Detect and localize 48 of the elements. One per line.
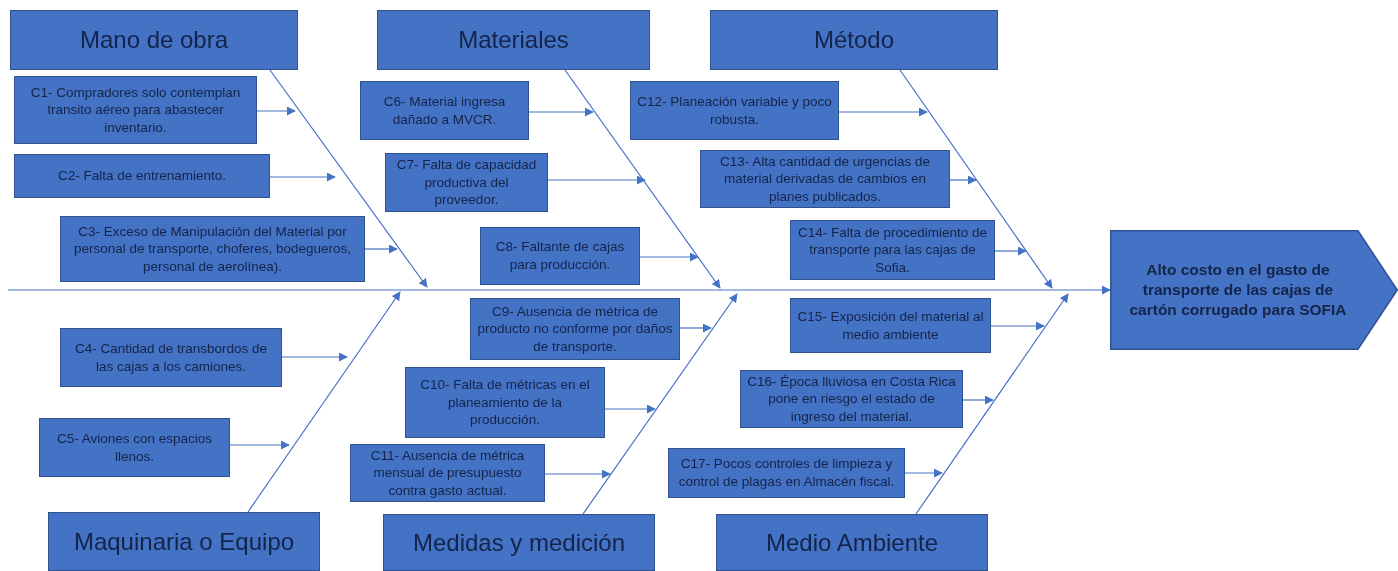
category-box: Maquinaria o Equipo: [48, 512, 320, 571]
arrow: [679, 323, 712, 333]
arrow: [949, 175, 977, 185]
arrow: [547, 175, 646, 185]
cause-box: C17- Pocos controles de limpieza y control de plagas en Almacén fiscal.: [668, 448, 905, 498]
bone-arrow: [564, 69, 721, 289]
arrow: [604, 404, 656, 414]
cause-box: C5- Aviones con espacios llenos.: [39, 418, 230, 477]
arrow: [639, 252, 699, 262]
cause-box: C8- Faltante de cajas para producción.: [480, 227, 640, 285]
arrow: [281, 352, 348, 362]
cause-box: C7- Falta de capacidad productiva del proveedor.: [385, 153, 548, 212]
cause-box: C13- Alta cantidad de urgencias de material derivadas de cambios en planes publicados.: [700, 150, 950, 208]
category-box: Medidas y medición: [383, 514, 655, 571]
arrow: [904, 468, 943, 478]
bone-arrow: [899, 69, 1053, 289]
category-box: Medio Ambiente: [716, 514, 988, 571]
bone-arrow: [269, 69, 428, 288]
arrow: [229, 440, 290, 450]
arrow: [528, 107, 594, 117]
arrow: [256, 106, 296, 116]
category-box: Materiales: [377, 10, 650, 70]
arrow: [990, 321, 1045, 331]
arrow: [544, 469, 611, 479]
category-box: Método: [710, 10, 998, 70]
cause-box: C1- Compradores solo contemplan transito aéreo para abastecer inventario.: [14, 76, 257, 144]
cause-box: C12- Planeación variable y poco robusta.: [630, 81, 839, 140]
cause-box: C9- Ausencia de métrica de producto no conforme por daños de transporte.: [470, 298, 680, 360]
spine-arrow: [7, 285, 1111, 295]
arrow: [962, 395, 994, 405]
cause-box: C3- Exceso de Manipulación del Material por personal de transporte, choferes, bodegueros, personal de aerolínea).: [60, 216, 365, 282]
cause-box: C14- Falta de procedimiento de transporte para las cajas de Sofia.: [790, 220, 995, 280]
cause-box: C2- Falta de entrenamiento.: [14, 154, 270, 198]
cause-box: C11- Ausencia de métrica mensual de presupuesto contra gasto actual.: [350, 444, 545, 502]
arrow: [994, 246, 1027, 256]
bone-arrow: [582, 293, 738, 515]
cause-box: C6- Material ingresa dañado a MVCR.: [360, 81, 529, 140]
arrow: [364, 244, 398, 254]
bone-arrow: [915, 293, 1069, 515]
category-box: Mano de obra: [10, 10, 298, 70]
cause-box: C15- Exposición del material al medio ambiente: [790, 298, 991, 353]
cause-box: C16- Época lluviosa en Costa Rica pone en riesgo el estado de ingreso del material.: [740, 370, 963, 428]
cause-box: C4- Cantidad de transbordos de las cajas a los camiones.: [60, 328, 282, 387]
cause-box: C10- Falta de métricas en el planeamiento de la producción.: [405, 367, 605, 438]
arrow: [269, 172, 336, 182]
arrow: [838, 107, 928, 117]
problem-box: Alto costo en el gasto de transporte de las cajas de cartón corrugado para SOFIA: [1110, 230, 1398, 350]
bone-arrow: [247, 291, 401, 513]
